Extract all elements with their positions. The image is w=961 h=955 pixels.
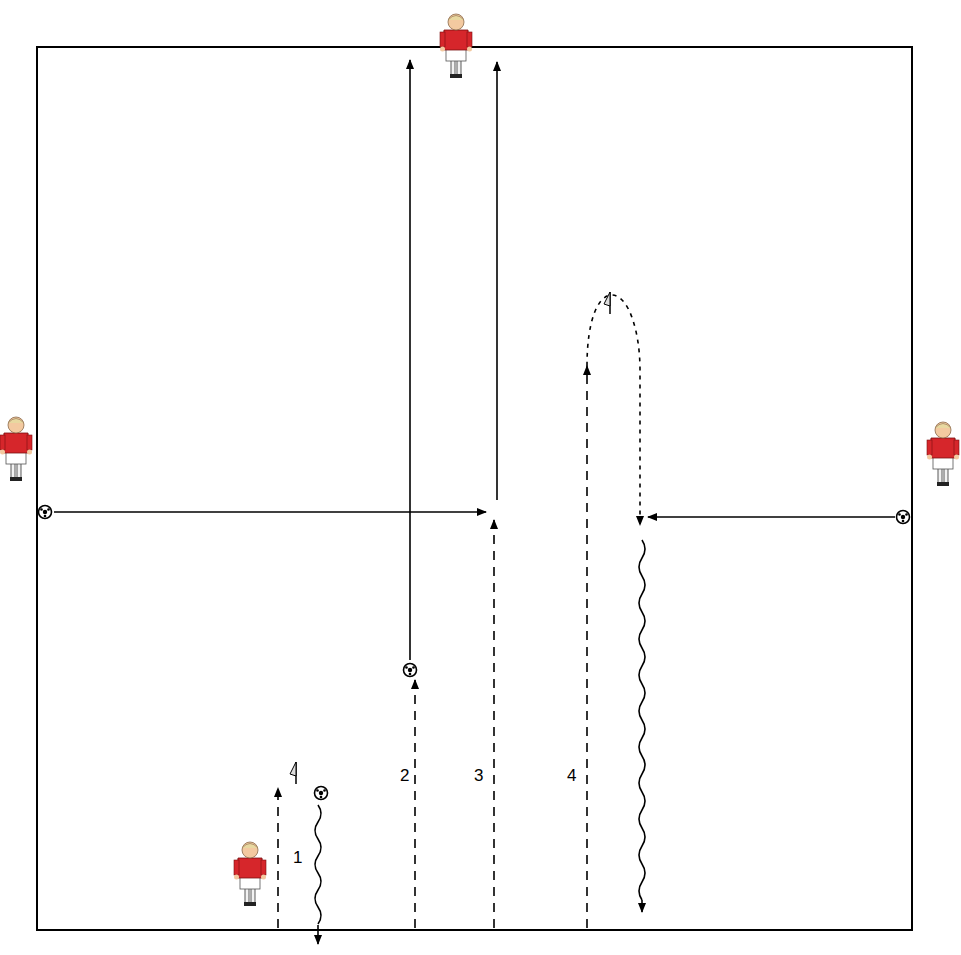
field-boundary — [37, 47, 912, 930]
ball — [897, 511, 910, 524]
dribble-path — [639, 540, 645, 900]
player — [234, 842, 266, 906]
callout-number: 3 — [472, 766, 485, 785]
dribble-path — [315, 805, 321, 924]
callout-number: 1 — [291, 848, 304, 867]
callout-number: 2 — [398, 766, 411, 785]
player — [440, 14, 472, 78]
movement-lines — [54, 60, 895, 944]
ball — [315, 787, 328, 800]
player — [0, 417, 32, 481]
cone-flag — [604, 292, 610, 314]
cone-flag — [290, 762, 296, 784]
ball — [39, 506, 52, 519]
callout-number: 4 — [565, 766, 578, 785]
ball — [404, 664, 417, 677]
player — [927, 422, 959, 486]
